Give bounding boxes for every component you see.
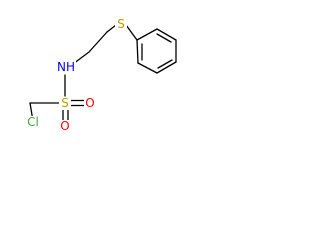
thioether-s-bg	[115, 18, 127, 31]
bond-ch2-s-thio	[106, 24, 117, 33]
ring-double-2	[157, 59, 173, 69]
oxygen-bottom-label: O	[60, 119, 69, 133]
ring-bond-3	[156, 61, 177, 74]
sulfonyl-sulfur-label: S	[61, 96, 69, 110]
thioether-sulfur-label: S	[117, 17, 125, 31]
bond-s-thio-ring	[125, 24, 138, 41]
ring-bond-6	[136, 28, 158, 41]
sulfonyl-s-bg	[59, 97, 71, 110]
bonds	[29, 24, 177, 122]
ring-bond-2	[137, 62, 158, 74]
bond-ch2-ch2	[88, 31, 108, 53]
nh-label: NH	[57, 60, 75, 74]
chlorine-label: Cl	[27, 115, 39, 129]
chemical-structure-diagram: Cl S O O NH S	[24, 17, 177, 133]
atom-labels: Cl S O O NH S	[24, 17, 127, 133]
oxygen-right-bg	[84, 97, 97, 110]
ring-double-3	[156, 33, 172, 43]
oxygen-right-label: O	[85, 96, 94, 110]
cl-label-bg	[24, 116, 42, 129]
ring-bond-1	[136, 39, 139, 64]
oxygen-bottom-bg	[58, 120, 71, 133]
nh-bg	[56, 60, 76, 74]
ring-bond-5	[156, 28, 177, 41]
